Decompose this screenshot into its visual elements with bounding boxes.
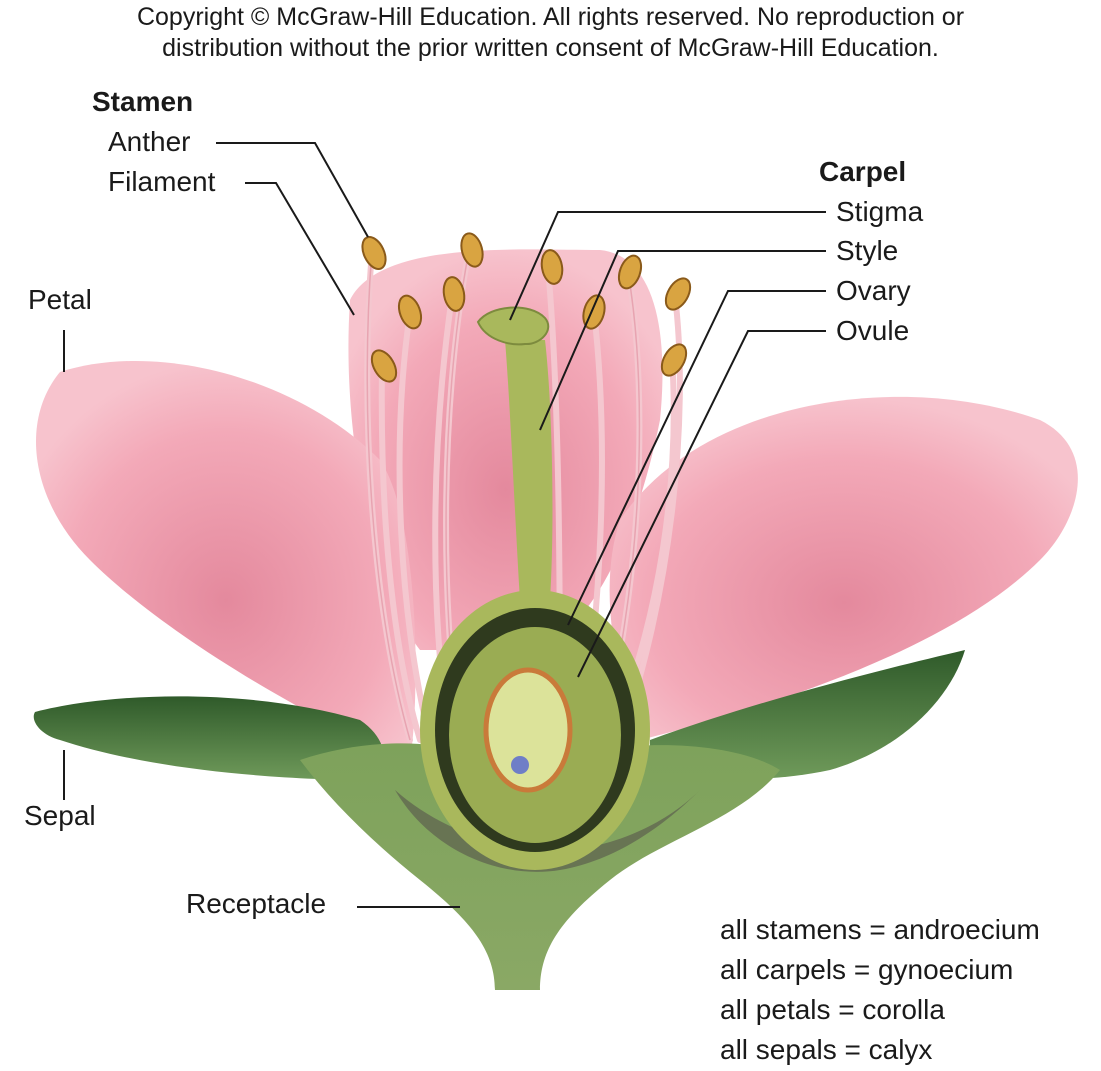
label-petal: Petal — [28, 284, 92, 315]
label-stamen: Stamen — [92, 86, 194, 117]
sepal-left — [33, 696, 384, 780]
label-filament: Filament — [108, 166, 216, 197]
summary-calyx: all sepals = calyx — [720, 1034, 933, 1065]
summary-corolla: all petals = corolla — [720, 994, 945, 1025]
style-shape — [505, 340, 553, 600]
copyright-line-1: Copyright © McGraw-Hill Education. All r… — [136, 3, 965, 31]
copyright-line-2: distribution without the prior written c… — [162, 34, 939, 62]
petal-back — [348, 249, 663, 650]
leader-lines — [63, 142, 826, 908]
terminology-summary: all stamens = androecium all carpels = g… — [720, 910, 1040, 1070]
label-ovule: Ovule — [836, 315, 910, 346]
label-receptacle: Receptacle — [186, 888, 327, 919]
summary-androecium: all stamens = androecium — [720, 914, 1040, 945]
petal-right — [609, 396, 1078, 740]
label-anther: Anther — [108, 126, 191, 157]
label-sepal: Sepal — [24, 800, 96, 831]
label-stigma: Stigma — [836, 196, 924, 227]
sepal-right — [650, 650, 965, 779]
label-ovary: Ovary — [836, 275, 911, 306]
ovule-shape — [483, 667, 573, 793]
summary-gynoecium: all carpels = gynoecium — [720, 954, 1014, 985]
label-carpel: Carpel — [819, 156, 907, 187]
label-style: Style — [836, 235, 899, 266]
copyright-notice: Copyright © McGraw-Hill Education. All r… — [0, 2, 1101, 64]
stigma-shape — [476, 306, 550, 346]
petal-left — [35, 360, 416, 760]
